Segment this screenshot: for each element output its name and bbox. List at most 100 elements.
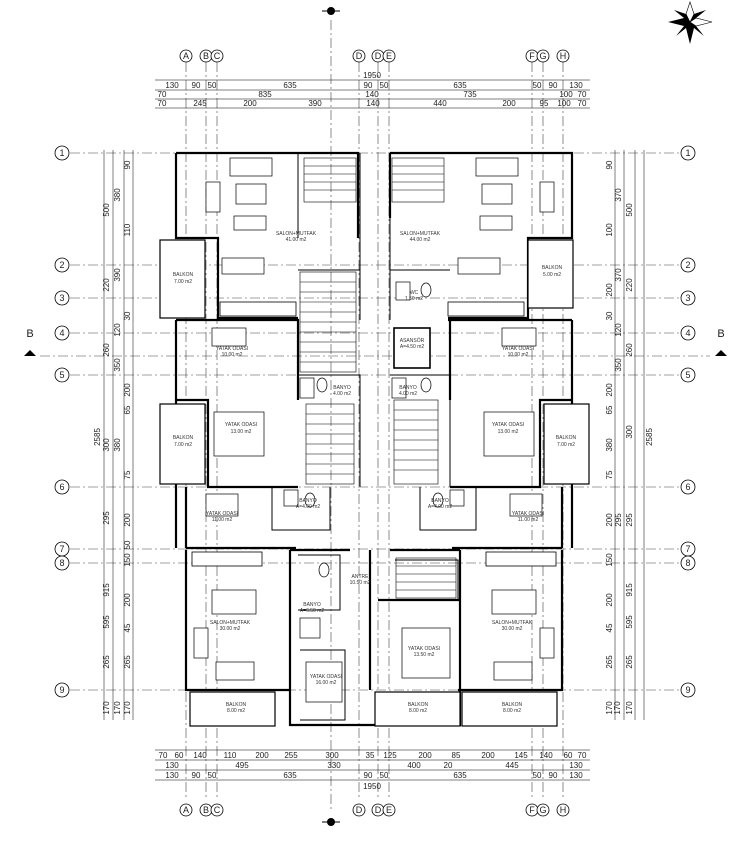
axis-label: 1: [59, 148, 64, 158]
room-name: SALON+MUTFAK: [492, 620, 533, 626]
grid-lines-horizontal: [40, 152, 710, 691]
dim-text: 445: [505, 761, 519, 770]
dim-text: 140: [539, 751, 553, 760]
axis-label: C: [214, 805, 221, 815]
dim-text: 350: [614, 358, 623, 372]
dim-text: 95: [540, 99, 549, 108]
dim-text: 50: [380, 81, 389, 90]
dim-text: 500: [625, 203, 634, 217]
dim-text: 265: [605, 655, 614, 669]
axis-label: 6: [685, 482, 690, 492]
dimensions-bottom: 70 60 140 110 200 255 300 35 125 200 85 …: [159, 751, 587, 791]
dim-text: 30: [123, 311, 132, 320]
room-name: BALKON: [542, 265, 563, 271]
room-area: 8.00 m2: [503, 708, 521, 714]
dim-text: 100: [605, 223, 614, 237]
room-area: 13.00 m2: [231, 429, 252, 435]
room-area: 4.00 m2: [333, 391, 351, 397]
dim-text: 90: [549, 81, 558, 90]
dim-text: 260: [625, 343, 634, 357]
dim-text: 150: [123, 553, 132, 567]
row-markers-left: 1 2 3 4 5 6 7 8 9: [54, 145, 70, 698]
axis-label: D: [375, 51, 382, 61]
dim-text: 370: [614, 188, 623, 202]
dim-text: 150: [605, 553, 614, 567]
dim-text: 370: [614, 268, 623, 282]
axis-label: G: [539, 51, 546, 61]
dim-text: 500: [102, 203, 111, 217]
axis-label: D: [356, 51, 363, 61]
room-name: BALKON: [556, 435, 577, 441]
axis-label: F: [529, 805, 535, 815]
room-name: BALKON: [173, 272, 194, 278]
dim-text: 220: [625, 278, 634, 292]
axis-label: 1: [685, 148, 690, 158]
elevator: [393, 327, 431, 369]
dim-text: 495: [235, 761, 249, 770]
dim-text: 295: [614, 513, 623, 527]
axis-label: 2: [59, 260, 64, 270]
axis-label: 8: [685, 558, 690, 568]
axis-label: 7: [685, 544, 690, 554]
room-name: BANYO: [299, 498, 317, 504]
dim-text: 380: [605, 438, 614, 452]
axis-label: E: [386, 51, 392, 61]
room-area: 44.00 m2: [410, 237, 431, 243]
dim-text: 170: [613, 701, 622, 715]
kitchen-counters: [191, 301, 557, 567]
dim-text: 45: [123, 623, 132, 632]
dim-text: 70: [578, 751, 587, 760]
room-area: 13.00 m2: [498, 429, 519, 435]
dim-text: 70: [578, 99, 587, 108]
dim-text: 220: [102, 278, 111, 292]
room-area: 5.00 m2: [543, 272, 561, 278]
dim-text: 130: [569, 761, 583, 770]
sanitary-fixtures: [283, 281, 465, 639]
dim-text: 200: [605, 383, 614, 397]
room-name: WC: [410, 290, 419, 296]
axis-label: B: [203, 51, 209, 61]
dim-text: 915: [625, 583, 634, 597]
room-area: 11.00 m2: [212, 517, 233, 523]
dim-text: 50: [123, 540, 132, 549]
axis-label: 8: [59, 558, 64, 568]
dim-text: 65: [605, 405, 614, 414]
row-markers-right: 1 2 3 4 5 6 7 8 9: [680, 145, 696, 698]
room-name: BANYO: [431, 498, 449, 504]
dim-text: 300: [102, 438, 111, 452]
dim-text: 400: [407, 761, 421, 770]
column-markers-bottom: A B C D D E F G H: [179, 803, 570, 817]
dim-text: 330: [327, 761, 341, 770]
dim-text: 170: [113, 701, 122, 715]
axis-label: C: [214, 51, 221, 61]
room-area: 30.00 m2: [220, 626, 241, 632]
room-name: YATAK ODASI: [216, 346, 248, 352]
room-area: 7.00 m2: [557, 442, 575, 448]
dim-text: 140: [365, 90, 379, 99]
room-name: SALON+MUTFAK: [400, 231, 441, 237]
room-name: BANYO: [399, 385, 417, 391]
dim-text: 200: [243, 99, 257, 108]
dim-total-top: 1950: [363, 71, 381, 80]
axis-label: 6: [59, 482, 64, 492]
dim-text: 90: [605, 160, 614, 169]
dim-text: 45: [605, 623, 614, 632]
room-area: 10.00 m2: [508, 352, 529, 358]
dim-text: 90: [364, 771, 373, 780]
dim-text: 110: [224, 751, 237, 760]
furniture: [193, 157, 555, 703]
dim-text: 90: [549, 771, 558, 780]
axis-label: A: [183, 51, 189, 61]
column-markers-top: A B C D D E F G H: [179, 49, 570, 63]
dim-text: 130: [165, 771, 179, 780]
dim-text: 595: [625, 615, 634, 629]
dim-text: 200: [123, 513, 132, 527]
dim-text: 140: [366, 99, 380, 108]
dim-text: 635: [283, 81, 297, 90]
dim-text: 70: [159, 751, 168, 760]
axis-label: G: [539, 805, 546, 815]
axis-label: 5: [685, 370, 690, 380]
dim-text: 50: [208, 771, 217, 780]
dim-text: 100: [559, 90, 573, 99]
